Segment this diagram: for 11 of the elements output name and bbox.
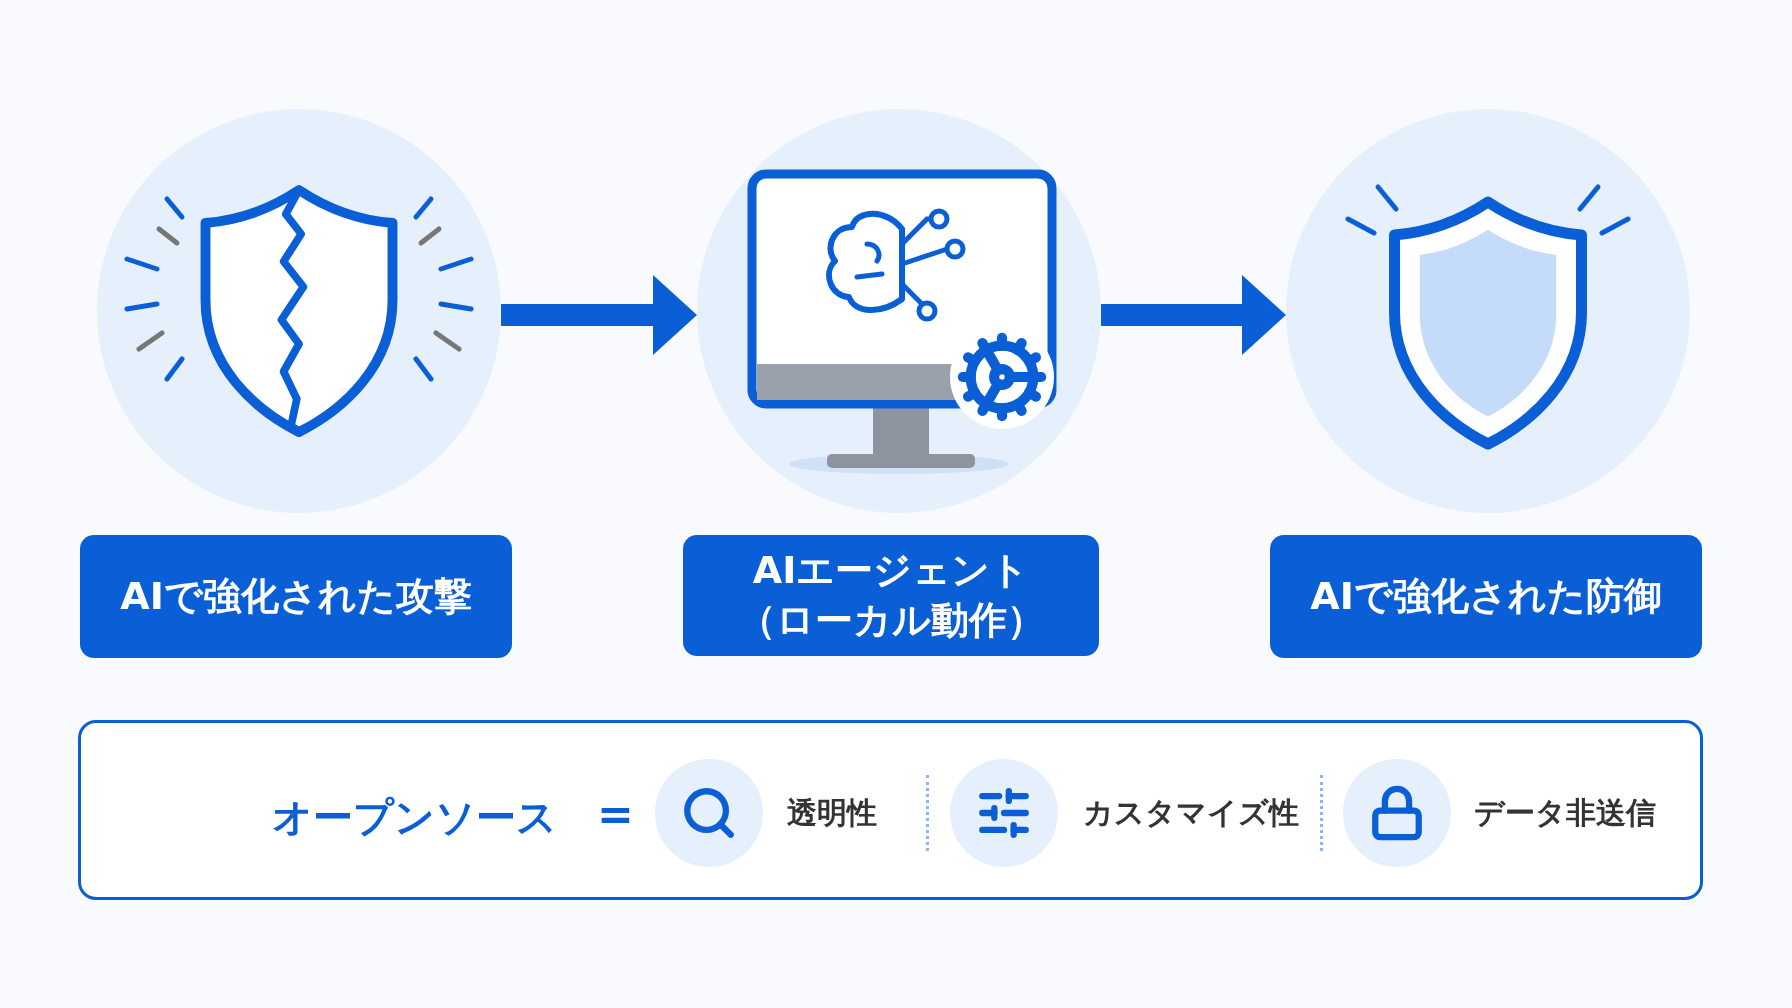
feature-label: データ非送信 <box>1474 792 1656 834</box>
label-box: AIで強化された防御 <box>1270 535 1702 658</box>
arrow <box>501 275 697 355</box>
equals-sign: = <box>597 787 634 839</box>
panel-title: オープンソース <box>272 792 557 842</box>
arrow <box>1101 275 1286 355</box>
feature-label: 透明性 <box>787 792 877 834</box>
label-box: AIエージェント（ローカル動作） <box>683 535 1099 656</box>
feature-panel <box>78 720 1703 900</box>
label-box: AIで強化された攻撃 <box>80 535 512 658</box>
feature-label: カスタマイズ性 <box>1083 792 1299 834</box>
